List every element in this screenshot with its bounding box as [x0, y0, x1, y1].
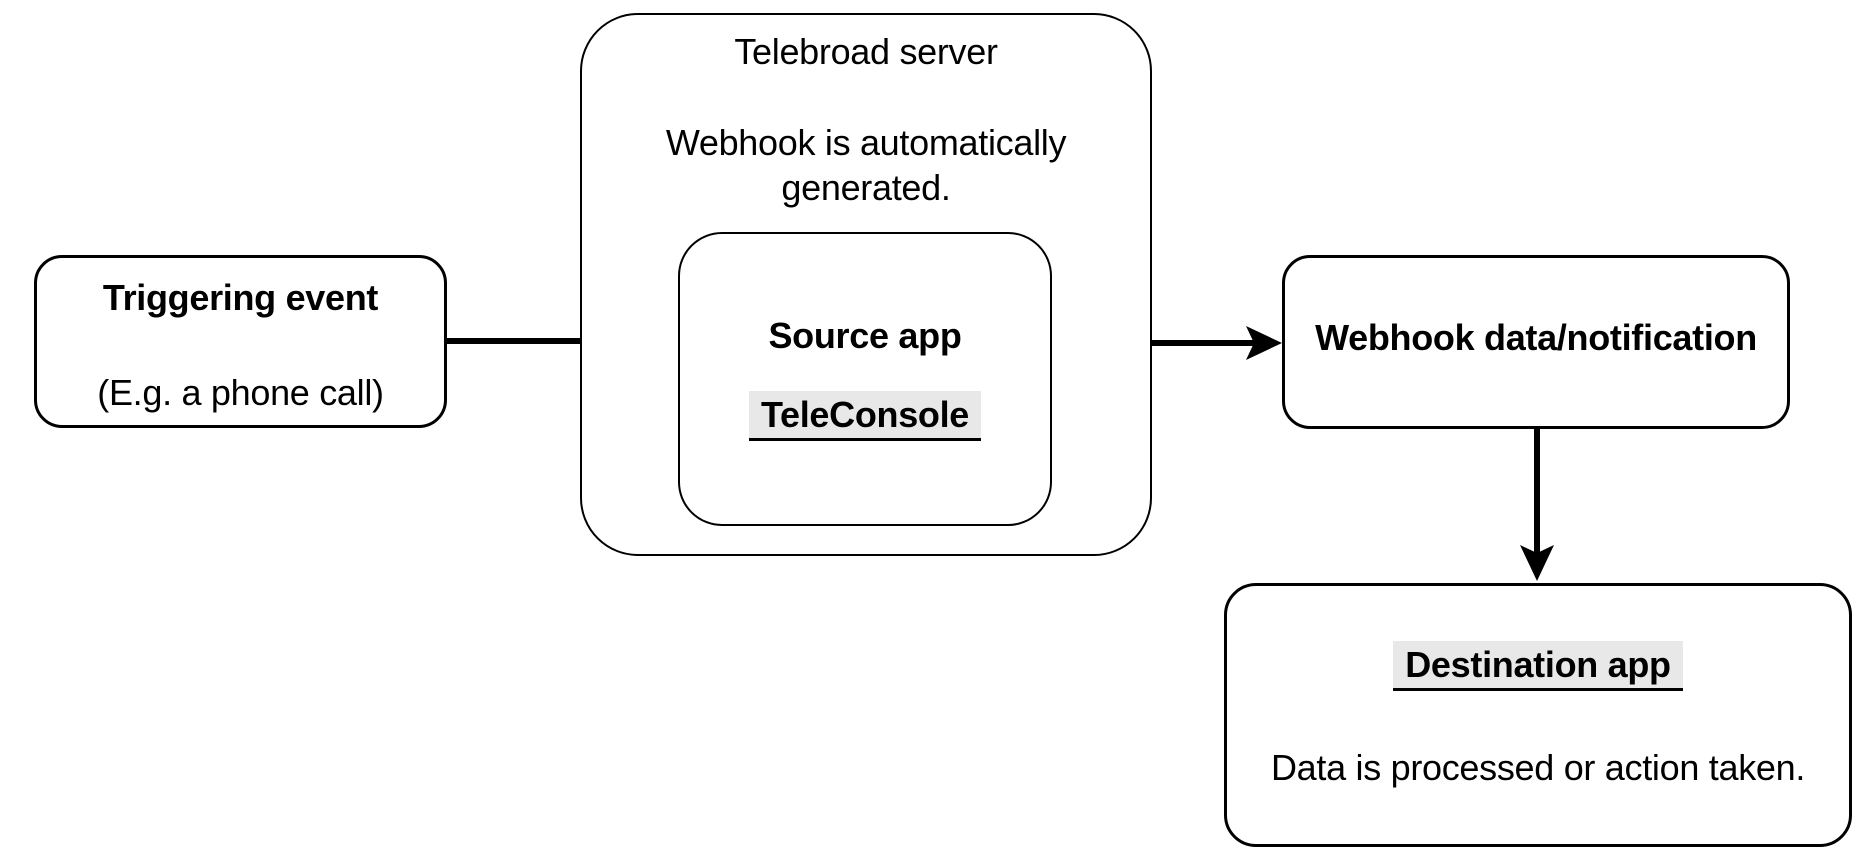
source-app-link-row: TeleConsole — [680, 391, 1050, 441]
teleconsole-link[interactable]: TeleConsole — [748, 391, 982, 441]
telebroad-server-label: Telebroad server — [734, 31, 998, 72]
node-webhook-data: Webhook data/notification — [1282, 255, 1790, 429]
arrow-right-icon — [1246, 326, 1282, 360]
node-triggering-event: Triggering event (E.g. a phone call) — [34, 255, 447, 428]
triggering-event-title: Triggering event — [102, 277, 379, 318]
source-app-title: Source app — [768, 315, 962, 356]
telebroad-server-note: Webhook is automatically generated. — [665, 122, 1067, 208]
triggering-event-subtitle: (E.g. a phone call) — [97, 372, 384, 413]
destination-app-link[interactable]: Destination app — [1393, 641, 1683, 691]
destination-app-link-row: Destination app — [1227, 641, 1849, 691]
node-telebroad-server: Telebroad server Webhook is automaticall… — [580, 13, 1152, 556]
arrow-down-icon — [1520, 545, 1554, 581]
webhook-data-title: Webhook data/notification — [1315, 317, 1757, 358]
node-source-app: Source app TeleConsole — [678, 232, 1052, 526]
destination-app-body: Data is processed or action taken. — [1270, 747, 1806, 788]
arrow-webhook-to-destination — [1520, 429, 1554, 581]
node-destination-app: Destination app Data is processed or act… — [1224, 583, 1852, 847]
